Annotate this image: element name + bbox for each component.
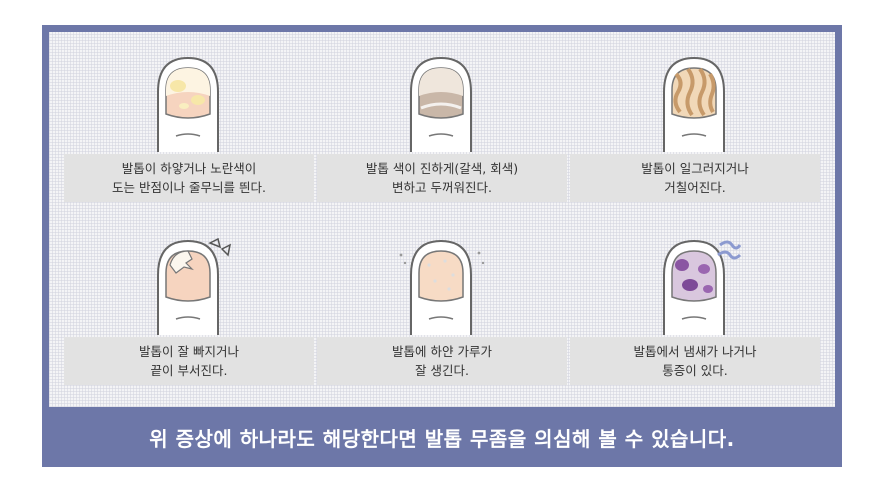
nail-yellow-spots-icon <box>157 56 219 152</box>
caption-line-2: 통증이 있다. <box>662 363 728 378</box>
caption-line-1: 발톱에 하얀 가루가 <box>392 344 492 359</box>
infographic-frame: 발톱이 하얗거나 노란색이 도는 반점이나 줄무늬를 띈다. 발톱 색이 진하게… <box>42 25 842 467</box>
symptom-caption-2: 발톱 색이 진하게(갈색, 회색) 변하고 두꺼워진다. <box>317 154 567 202</box>
symptom-caption-3: 발톱이 일그러지거나 거칠어진다. <box>570 154 820 202</box>
symptom-card-4: 발톱이 잘 빠지거나 끝이 부서진다. <box>64 225 314 385</box>
nail-thick-brown-icon <box>410 56 472 152</box>
symptom-card-6: 발톱에서 냄새가 나거나 통증이 있다. <box>570 225 820 385</box>
footer-summary: 위 증상에 하나라도 해당한다면 발톱 무좀을 의심해 볼 수 있습니다. <box>149 426 735 451</box>
symptom-caption-1: 발톱이 하얗거나 노란색이 도는 반점이나 줄무늬를 띈다. <box>64 154 314 202</box>
caption-line-2: 잘 생긴다. <box>415 363 469 378</box>
symptom-caption-5: 발톱에 하얀 가루가 잘 생긴다. <box>317 337 567 385</box>
nail-odor-pain-icon <box>663 239 742 335</box>
caption-line-1: 발톱 색이 진하게(갈색, 회색) <box>365 161 519 176</box>
nail-broken-tip-icon <box>157 237 232 335</box>
caption-line-1: 발톱이 하얗거나 노란색이 <box>121 161 257 176</box>
caption-line-2: 변하고 두꺼워진다. <box>392 180 492 195</box>
caption-line-2: 도는 반점이나 줄무늬를 띈다. <box>112 180 266 195</box>
symptom-card-1: 발톱이 하얗거나 노란색이 도는 반점이나 줄무늬를 띈다. <box>64 42 314 202</box>
symptom-card-2: 발톱 색이 진하게(갈색, 회색) 변하고 두꺼워진다. <box>317 42 567 202</box>
caption-line-1: 발톱이 잘 빠지거나 <box>139 344 239 359</box>
symptom-card-3: 발톱이 일그러지거나 거칠어진다. <box>570 42 820 202</box>
caption-line-2: 끝이 부서진다. <box>150 363 228 378</box>
symptom-grid: 발톱이 하얗거나 노란색이 도는 반점이나 줄무늬를 띈다. 발톱 색이 진하게… <box>49 32 835 407</box>
caption-line-1: 발톱이 일그러지거나 <box>641 161 749 176</box>
caption-line-2: 거칠어진다. <box>664 180 726 195</box>
caption-line-1: 발톱에서 냄새가 나거나 <box>633 344 757 359</box>
nail-white-powder-icon <box>399 239 485 335</box>
symptom-caption-4: 발톱이 잘 빠지거나 끝이 부서진다. <box>64 337 314 385</box>
nail-rough-wavy-icon <box>663 56 725 152</box>
symptom-card-5: 발톱에 하얀 가루가 잘 생긴다. <box>317 225 567 385</box>
symptom-caption-6: 발톱에서 냄새가 나거나 통증이 있다. <box>570 337 820 385</box>
